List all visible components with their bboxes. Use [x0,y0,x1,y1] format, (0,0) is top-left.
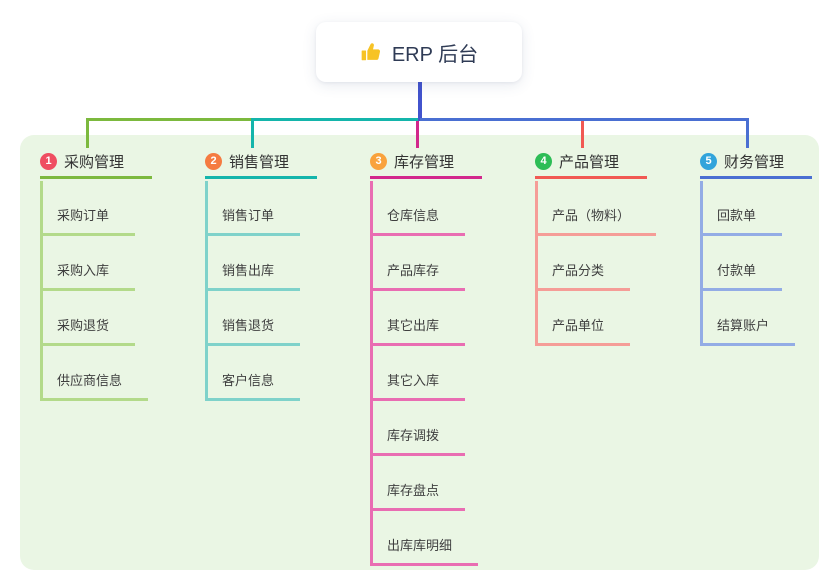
child-label: 库存盘点 [371,480,466,511]
branch-number-badge: 2 [205,153,222,170]
root-connector-line [418,82,422,121]
background-panel [20,135,819,570]
root-label: ERP 后台 [391,43,479,66]
branch-label: 销售管理 [229,154,290,171]
child-node[interactable]: 库存调拨 [370,401,535,456]
child-label: 出库库明细 [371,535,479,566]
child-node[interactable]: 采购订单 [40,181,205,236]
child-label: 销售出库 [206,260,301,291]
connector-drop-line [416,121,419,148]
branch-column: 4 产品管理产品（物料） 产品分类产品单位 [535,150,700,346]
branch-child-connector [40,181,43,401]
child-label: 回款单 [701,205,783,236]
branch-column: 1 采购管理采购订单采购入库采购退货供应商信息 [40,150,205,401]
branch-label: 产品管理 [559,154,620,171]
child-label: 采购退货 [41,315,136,346]
thumbs-up-icon [360,41,382,63]
child-label: 销售退货 [206,315,301,346]
child-node[interactable]: 仓库信息 [370,181,535,236]
child-node[interactable]: 其它入库 [370,346,535,401]
branch-number-badge: 4 [535,153,552,170]
connector-bus-segment [420,118,749,121]
branch-column: 2 销售管理销售订单销售出库销售退货客户信息 [205,150,370,401]
child-label: 库存调拨 [371,425,466,456]
child-node[interactable]: 产品（物料） [535,181,700,236]
child-node[interactable]: 采购退货 [40,291,205,346]
branch-label: 采购管理 [64,154,125,171]
child-label: 产品（物料） [536,205,657,236]
branch-label: 库存管理 [394,154,455,171]
branch-children: 回款单付款单结算账户 [700,181,839,346]
connector-bus-segment [253,118,418,121]
child-label: 付款单 [701,260,783,291]
connector-drop-line [251,118,254,148]
branch-children: 销售订单销售出库销售退货客户信息 [205,181,370,401]
child-label: 产品库存 [371,260,466,291]
child-node[interactable]: 库存盘点 [370,456,535,511]
connector-drop-line [86,118,89,148]
child-label: 结算账户 [701,315,796,346]
child-node[interactable]: 回款单 [700,181,839,236]
branch-node[interactable]: 5 财务管理 [700,150,812,179]
branch-number-badge: 3 [370,153,387,170]
branch-child-connector [205,181,208,401]
connector-drop-line [581,121,584,148]
branch-node[interactable]: 2 销售管理 [205,150,317,179]
child-label: 仓库信息 [371,205,466,236]
child-label: 其它出库 [371,315,466,346]
child-label: 客户信息 [206,370,301,401]
child-label: 其它入库 [371,370,466,401]
branch-child-connector [700,181,703,346]
child-node[interactable]: 付款单 [700,236,839,291]
child-node[interactable]: 销售订单 [205,181,370,236]
connector-drop-line [746,118,749,148]
branch-column: 5 财务管理回款单付款单结算账户 [700,150,839,346]
branch-children: 产品（物料） 产品分类产品单位 [535,181,700,346]
child-node[interactable]: 产品库存 [370,236,535,291]
child-label: 采购入库 [41,260,136,291]
branch-children: 仓库信息产品库存其它出库其它入库库存调拨库存盘点出库库明细 [370,181,535,566]
child-node[interactable]: 其它出库 [370,291,535,346]
branch-column: 3 库存管理仓库信息产品库存其它出库其它入库库存调拨库存盘点出库库明细 [370,150,535,566]
branch-label: 财务管理 [724,154,785,171]
child-node[interactable]: 结算账户 [700,291,839,346]
connector-bus-segment [86,118,253,121]
child-node[interactable]: 产品单位 [535,291,700,346]
child-node[interactable]: 销售退货 [205,291,370,346]
child-node[interactable]: 客户信息 [205,346,370,401]
child-label: 销售订单 [206,205,301,236]
branch-node[interactable]: 3 库存管理 [370,150,482,179]
branch-number-badge: 5 [700,153,717,170]
branch-child-connector [370,181,373,566]
child-label: 供应商信息 [41,370,149,401]
child-node[interactable]: 产品分类 [535,236,700,291]
branch-children: 采购订单采购入库采购退货供应商信息 [40,181,205,401]
child-node[interactable]: 供应商信息 [40,346,205,401]
child-label: 产品单位 [536,315,631,346]
child-node[interactable]: 销售出库 [205,236,370,291]
child-node[interactable]: 采购入库 [40,236,205,291]
branch-number-badge: 1 [40,153,57,170]
child-label: 产品分类 [536,260,631,291]
root-node[interactable]: ERP 后台 [316,22,522,82]
child-node[interactable]: 出库库明细 [370,511,535,566]
branch-node[interactable]: 1 采购管理 [40,150,152,179]
branch-child-connector [535,181,538,346]
child-label: 采购订单 [41,205,136,236]
branch-node[interactable]: 4 产品管理 [535,150,647,179]
